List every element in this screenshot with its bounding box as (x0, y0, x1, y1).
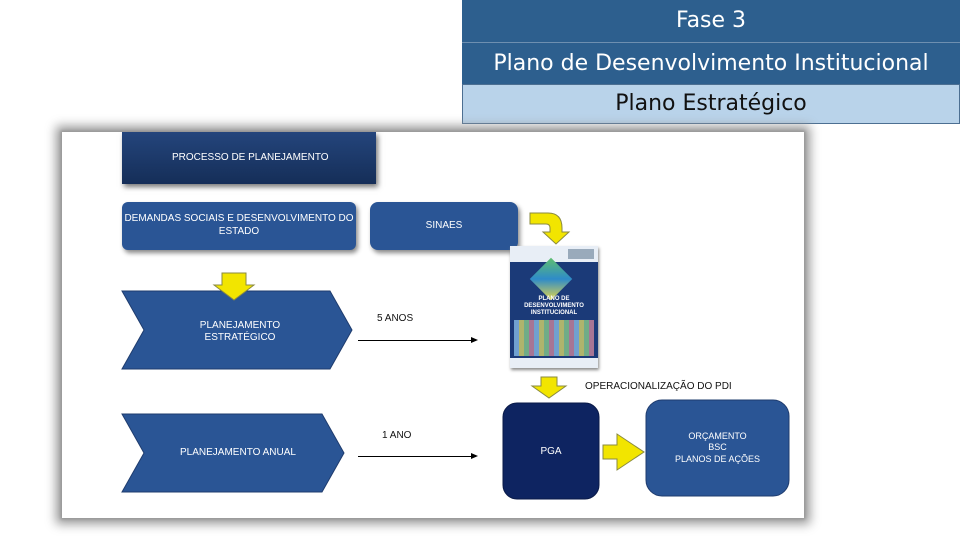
planejamento-estrategico-shape (121, 290, 353, 370)
cover-footer-strip (510, 358, 598, 368)
planejamento-anual-label: PLANEJAMENTO ANUAL (180, 446, 296, 458)
right-arrow-icon (602, 433, 645, 471)
cinco-anos-label: 5 ANOS (377, 313, 414, 324)
cover-logo-icon (568, 249, 594, 259)
pdi-document-cover: PLANO DE DESENVOLVIMENTO INSTITUCIONAL (510, 246, 598, 368)
processo-box: PROCESSO DE PLANEJAMENTO (122, 132, 376, 184)
um-ano-connector (358, 453, 478, 459)
phase-title: Fase 3 (462, 0, 960, 42)
pga-shape (502, 402, 600, 500)
plan-title: Plano de Desenvolvimento Institucional (462, 42, 960, 84)
cover-title: PLANO DE DESENVOLVIMENTO INSTITUCIONAL (524, 296, 584, 317)
um-ano-label: 1 ANO (382, 430, 412, 441)
sinaes-box: SINAES (370, 202, 518, 250)
planejamento-estrategico-label: PLANEJAMENTO ESTRATÉGICO (199, 319, 281, 344)
cinco-anos-connector (358, 337, 478, 343)
pga-label: PGA (540, 445, 562, 457)
curved-arrow-icon (529, 212, 571, 245)
planejamento-anual-shape (121, 413, 345, 493)
strategic-plan-title: Plano Estratégico (462, 84, 960, 124)
orcamento-labels: ORÇAMENTO BSC PLANOS DE AÇÕES (674, 431, 761, 464)
operacionalizacao-label: OPERACIONALIZAÇÃO DO PDI (585, 381, 732, 392)
down-arrow-icon (212, 272, 256, 301)
cover-tile-grid (514, 320, 594, 356)
down-arrow-icon (530, 376, 568, 399)
cover-diamond-graphic (529, 257, 573, 301)
demandas-box: DEMANDAS SOCIAIS E DESENVOLVIMENTO DO ES… (122, 202, 356, 250)
orcamento-shape (645, 399, 790, 497)
